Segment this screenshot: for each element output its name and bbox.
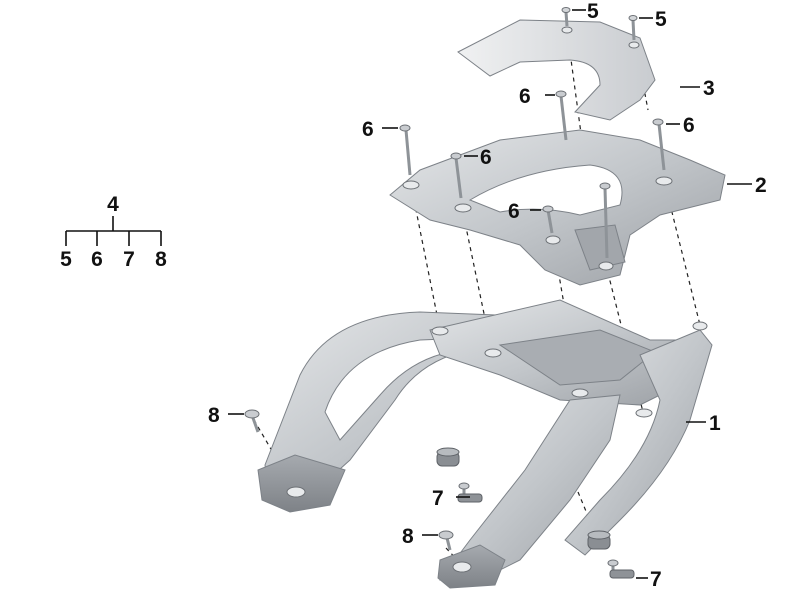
callout-7-center: 7	[432, 487, 444, 510]
callout-leaders	[228, 9, 752, 579]
callout-7-bottom: 7	[650, 568, 662, 591]
callout-8-left: 8	[208, 404, 220, 427]
top-cover-part-3	[457, 19, 656, 121]
carrier-plate-part-2	[389, 129, 726, 286]
legend-child-8: 8	[155, 248, 167, 271]
callout-labels: 5 5 3 6 6 6 6 2 6 1 8 8 7 7	[208, 0, 767, 591]
bolt-6a-icon	[399, 124, 412, 176]
callout-6-right: 6	[683, 114, 695, 137]
bolt-6d-icon	[652, 118, 666, 171]
legend-tree: 4 5 6 7 8	[60, 193, 167, 271]
callout-1: 1	[709, 412, 721, 435]
callout-5-top-right: 5	[655, 8, 667, 31]
legend-child-5: 5	[60, 248, 72, 271]
rack-frame-part-1	[257, 299, 713, 589]
callout-6-mid: 6	[480, 146, 492, 169]
washer-7b-icon	[587, 530, 611, 550]
callout-6-upper: 6	[519, 85, 531, 108]
callout-8-bottom: 8	[402, 525, 414, 548]
bolt-8a-icon	[244, 409, 260, 433]
screw-5b-icon	[628, 15, 638, 41]
screw-7b-icon	[607, 559, 635, 579]
screws-5	[561, 7, 638, 41]
bolts-6	[399, 90, 666, 259]
legend-child-7: 7	[123, 248, 135, 271]
legend-parent: 4	[107, 193, 119, 216]
bolts-8	[244, 409, 454, 551]
bolt-6c-icon	[555, 90, 568, 141]
bolt-6f-icon	[599, 182, 611, 259]
callout-2: 2	[755, 174, 767, 197]
washer-7a-icon	[436, 447, 460, 467]
bolt-6b-icon	[450, 152, 463, 199]
callout-5-top-left: 5	[587, 0, 599, 23]
screw-7a-icon	[457, 482, 483, 503]
bolt-8b-icon	[438, 530, 454, 551]
legend-child-6: 6	[91, 248, 103, 271]
fasteners-7	[436, 447, 635, 579]
callout-6-center: 6	[508, 200, 520, 223]
callout-6-left: 6	[362, 118, 374, 141]
bolt-6e-icon	[542, 205, 554, 234]
callout-3: 3	[703, 77, 715, 100]
screw-5a-icon	[561, 7, 571, 27]
